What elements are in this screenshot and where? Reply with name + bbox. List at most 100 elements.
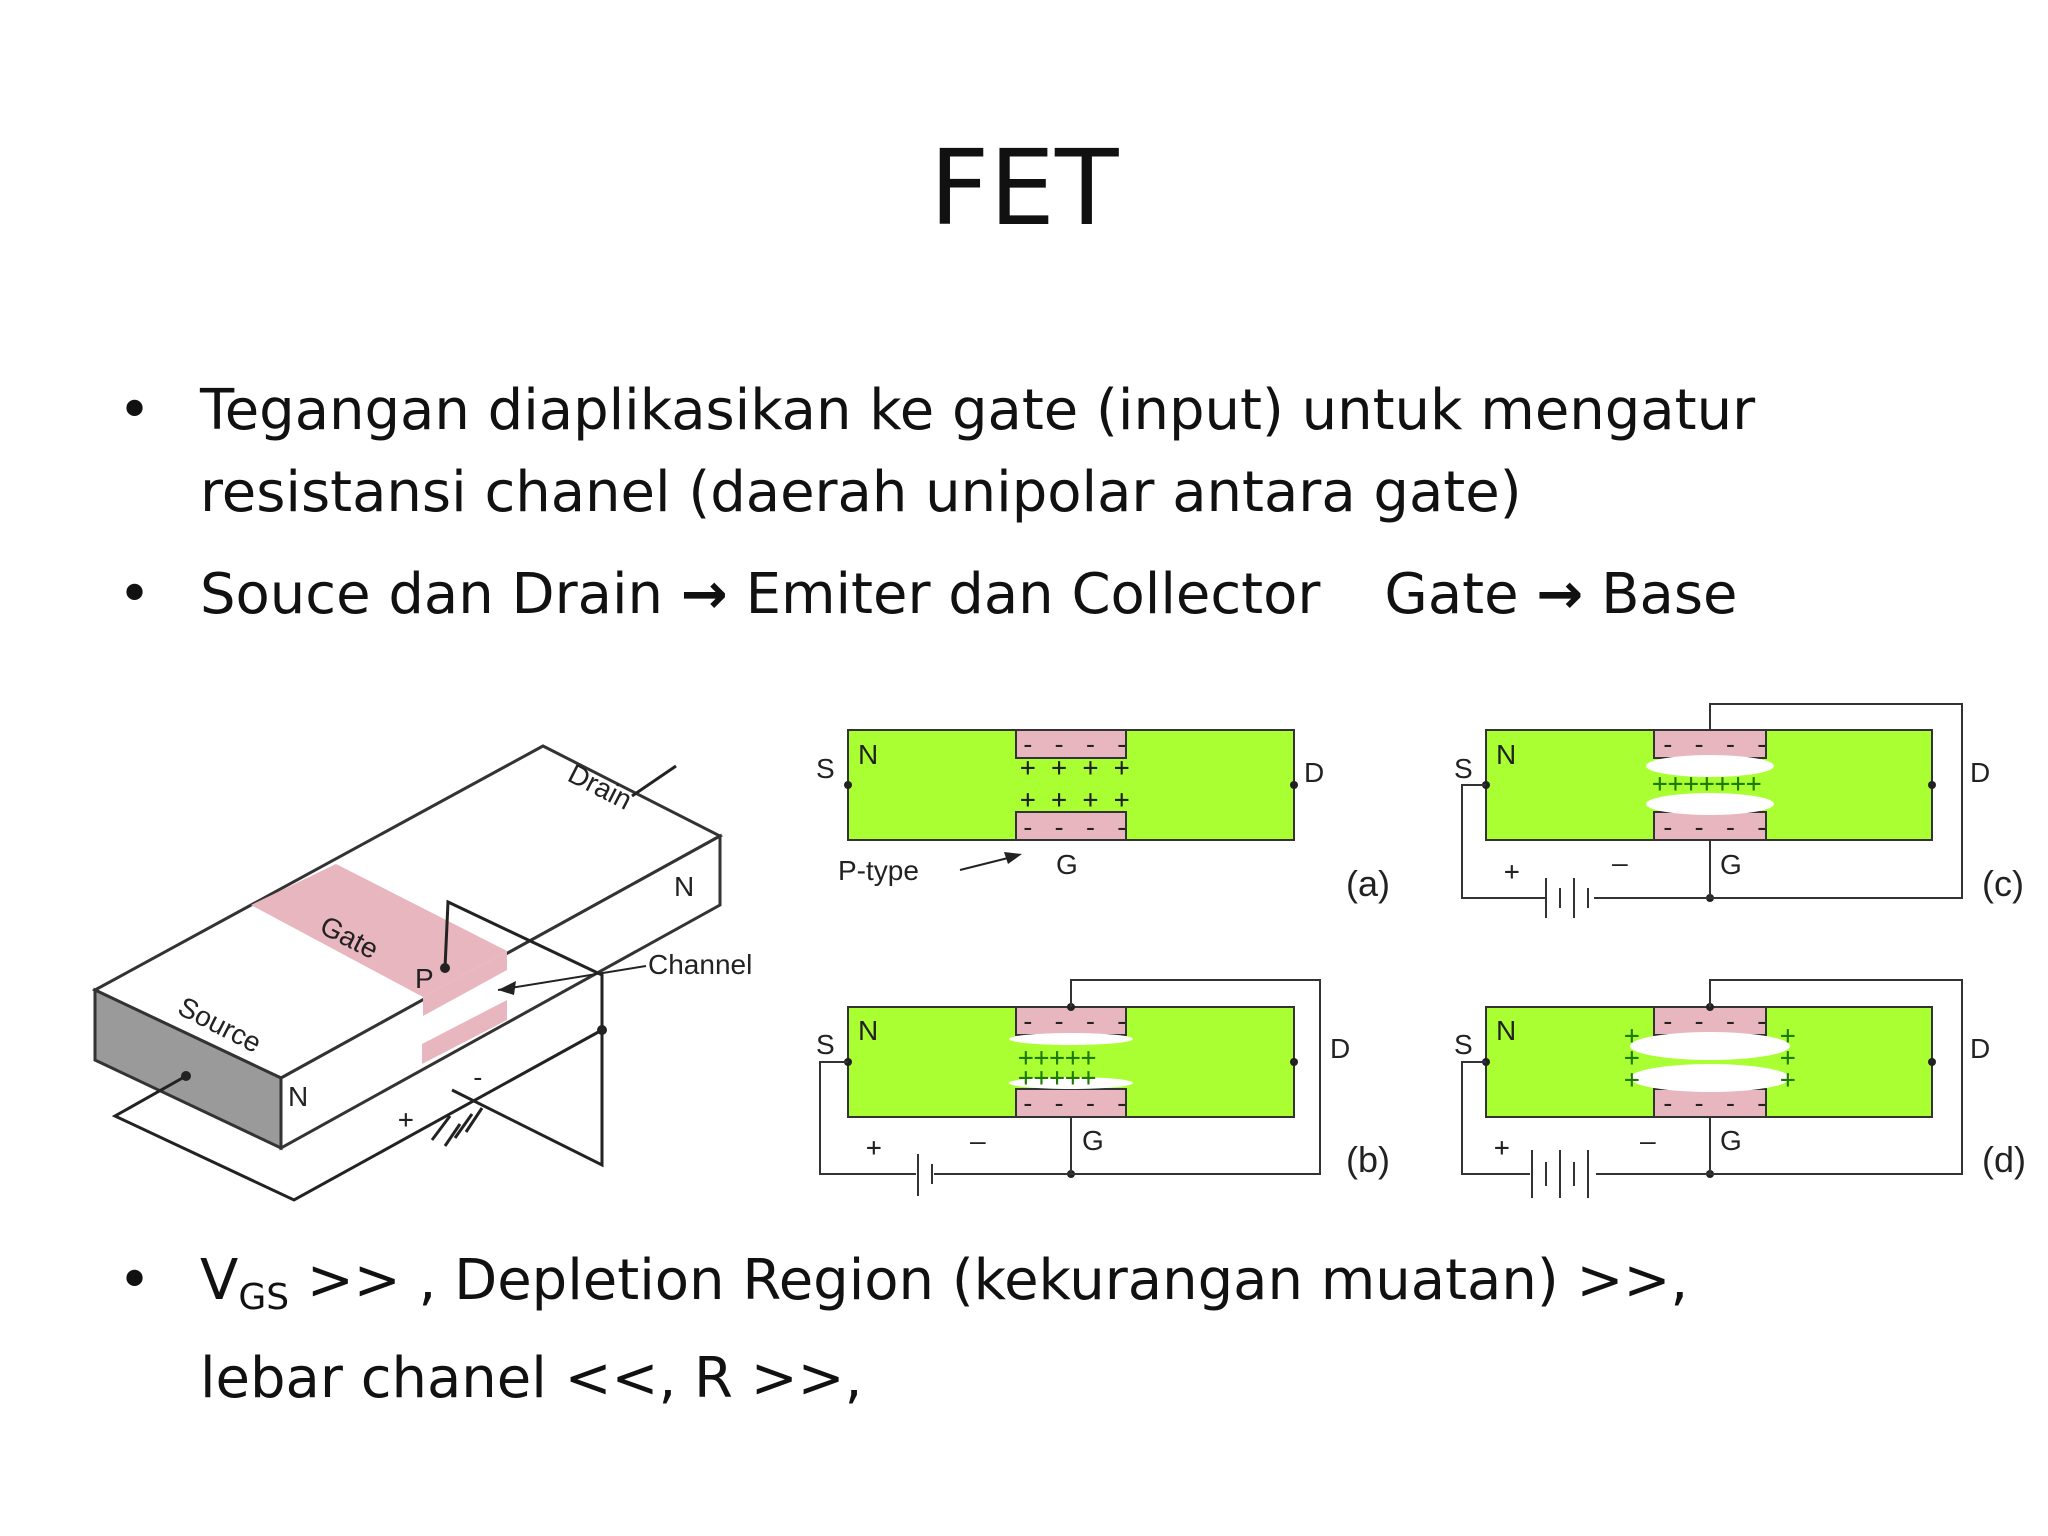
g-label: G xyxy=(1720,1125,1742,1156)
panel-c-caption: (c) xyxy=(1982,863,2024,904)
g-label: G xyxy=(1082,1125,1104,1156)
arrowhead xyxy=(1004,852,1022,864)
charge-minus: - - - - xyxy=(1020,1089,1130,1119)
battery-minus: – xyxy=(1640,1127,1656,1157)
gate-bottom xyxy=(1015,1088,1127,1118)
charge-minus: - - - - xyxy=(1660,1007,1770,1037)
charge-minus: - - - - xyxy=(1020,730,1130,760)
vgs-subscript: GS xyxy=(238,1277,290,1318)
depletion-region xyxy=(1646,793,1774,815)
bullet-marker: • xyxy=(118,378,152,443)
depletion-region xyxy=(1646,755,1774,777)
bullet-1-line-2: resistansi chanel (daerah unipolar antar… xyxy=(200,460,1522,525)
arrowhead xyxy=(498,981,516,995)
channel-pointer-arrow xyxy=(497,965,647,991)
charge-plus: + xyxy=(1780,1065,1796,1095)
battery-plus: + xyxy=(866,1133,882,1163)
charge-plus: + + + + xyxy=(1020,785,1130,815)
n-label: N xyxy=(1496,739,1516,770)
battery-minus: – xyxy=(1612,849,1628,879)
gate-region-lower xyxy=(422,1000,507,1064)
battery-minus: - xyxy=(470,1063,486,1093)
n-label-right: N xyxy=(674,871,694,902)
charge-plus: + xyxy=(1624,1065,1640,1095)
terminal-dot xyxy=(1928,781,1936,789)
charge-minus: - - - - xyxy=(1660,730,1770,760)
battery-icon xyxy=(1531,1150,1589,1198)
battery-plus: + xyxy=(1494,1133,1510,1163)
circuit-wire xyxy=(819,1061,916,1175)
s-label: S xyxy=(1454,753,1473,784)
charge-minus: - - - - xyxy=(1020,1007,1130,1037)
charge-plus: +++++ xyxy=(1018,1043,1096,1073)
gate-bottom xyxy=(1015,811,1127,841)
bullet-2-part-4: Base xyxy=(1601,562,1738,627)
gate-lead-wire xyxy=(443,899,604,1168)
depletion-region xyxy=(1009,1077,1133,1089)
panel-c: - - - - +++++++ - - - - + – S N D G (c) xyxy=(1454,703,2024,918)
battery-icon xyxy=(1545,878,1589,918)
panel-b: - - - - +++++ +++++ - - - - + – S N D G … xyxy=(816,979,1390,1196)
vgs-symbol: V xyxy=(200,1248,239,1313)
terminal-dot xyxy=(597,1025,607,1035)
s-label: S xyxy=(816,1029,835,1060)
battery-plus: + xyxy=(1504,857,1520,887)
s-label: S xyxy=(816,753,835,784)
circuit-wire xyxy=(1461,784,1546,899)
battery-icon xyxy=(917,1154,933,1196)
terminal-dot xyxy=(1290,781,1298,789)
charge-plus: +++++ xyxy=(1018,1063,1096,1093)
charge-plus: + xyxy=(1624,1021,1640,1051)
bullet-3-line-2: lebar chanel <<, R >>, xyxy=(200,1346,863,1411)
gate-bottom xyxy=(1653,811,1767,841)
terminal-dot xyxy=(1290,1058,1298,1066)
n-label: N xyxy=(1496,1015,1516,1046)
bullet-2-text: Souce dan Drain → Emiter dan Collector Ga… xyxy=(200,554,1737,636)
s-label: S xyxy=(1454,1029,1473,1060)
terminal-dot xyxy=(1928,1058,1936,1066)
terminal-dot xyxy=(440,963,450,973)
p-label: P xyxy=(415,963,434,994)
bullet-2-part-2: Emiter dan Collector xyxy=(745,562,1321,627)
n-label-bottom: N xyxy=(288,1081,308,1112)
depletion-region xyxy=(1630,1064,1790,1092)
charge-plus: + + + + xyxy=(1020,753,1130,783)
panel-b-caption: (b) xyxy=(1346,1139,1390,1180)
d-label: D xyxy=(1304,757,1324,788)
terminal-dot xyxy=(181,1071,191,1081)
bullet-marker: • xyxy=(118,562,152,627)
panel-d-caption: (d) xyxy=(1982,1139,2026,1180)
charge-plus: +++++++ xyxy=(1652,769,1762,799)
charge-minus: - - - - xyxy=(1020,813,1130,843)
circuit-wire xyxy=(1596,979,1963,1175)
bullet-3-line-1: VGS >> , Depletion Region (kekurangan mu… xyxy=(200,1240,1688,1339)
n-label: N xyxy=(858,739,878,770)
d-label: D xyxy=(1970,757,1990,788)
terminal-dot xyxy=(844,781,852,789)
bullet-2-part-3: Gate xyxy=(1384,562,1519,627)
charge-plus: + xyxy=(1780,1043,1796,1073)
panel-a: - - - - + + + + + + + + - - - - S N D G … xyxy=(816,729,1390,904)
circuit-wire xyxy=(1461,1061,1530,1175)
circuit-wire xyxy=(934,979,1321,1175)
charge-minus: - - - - xyxy=(1660,813,1770,843)
bullet-marker: • xyxy=(118,1248,152,1313)
charge-plus: + xyxy=(1780,1021,1796,1051)
bullet-3-line-1-rest: >> , Depletion Region (kekurangan muatan… xyxy=(289,1248,1689,1313)
arrow-right-icon: → xyxy=(1536,562,1584,627)
source-face xyxy=(93,987,283,1151)
slide-title: FET xyxy=(929,127,1119,249)
d-label: D xyxy=(1330,1033,1350,1064)
battery-minus: – xyxy=(970,1127,986,1157)
bullet-2-part-1: Souce dan Drain xyxy=(200,562,664,627)
charge-plus: + xyxy=(1624,1043,1640,1073)
source-circuit-wire xyxy=(111,1028,603,1202)
gate-bottom xyxy=(1653,1088,1767,1118)
jfet-3d-figure: Drain Gate Source N N P Channel + - xyxy=(91,744,752,1202)
channel-label: Channel xyxy=(648,949,752,980)
battery-icon xyxy=(430,1107,484,1147)
charge-minus: - - - - xyxy=(1660,1089,1770,1119)
g-label: G xyxy=(1720,849,1742,880)
circuit-wire xyxy=(1594,703,1963,899)
